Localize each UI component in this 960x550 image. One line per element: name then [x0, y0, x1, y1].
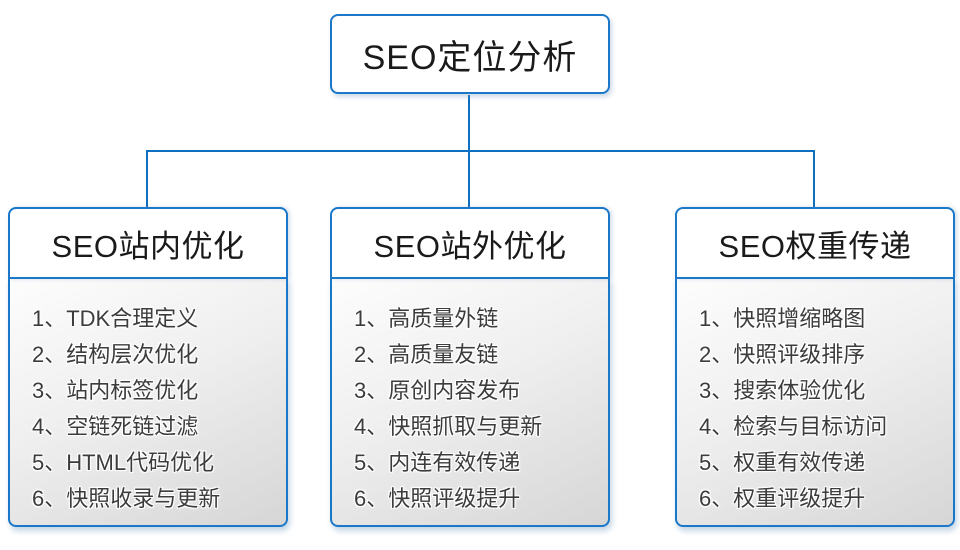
- list-item: 2、快照评级排序: [699, 342, 866, 367]
- branch-onsite-optimization: SEO站内优化 1、TDK合理定义 2、结构层次优化 3、站内标签优化 4、空链…: [8, 207, 288, 527]
- list-item: 2、结构层次优化: [32, 342, 199, 367]
- branch-onsite-item-list: 1、TDK合理定义 2、结构层次优化 3、站内标签优化 4、空链死链过滤 5、H…: [32, 301, 276, 517]
- branch-offsite-item-list: 1、高质量外链 2、高质量友链 3、原创内容发布 4、快照抓取与更新 5、内连有…: [354, 301, 598, 517]
- list-item: 2、高质量友链: [354, 342, 499, 367]
- branch-offsite-title: SEO站外优化: [373, 228, 567, 264]
- list-item: 3、原创内容发布: [354, 378, 521, 403]
- branch-weight-header: SEO权重传递: [675, 207, 955, 279]
- connector-crossbar: [146, 150, 815, 152]
- branch-onsite-title: SEO站内优化: [51, 228, 245, 264]
- branch-onsite-header: SEO站内优化: [8, 207, 288, 279]
- branch-weight-item-list: 1、快照增缩略图 2、快照评级排序 3、搜索体验优化 4、检索与目标访问 5、权…: [699, 301, 943, 517]
- list-item: 1、高质量外链: [354, 306, 499, 331]
- list-item: 6、权重评级提升: [699, 486, 866, 511]
- root-node-title: SEO定位分析: [362, 38, 578, 77]
- list-item: 3、站内标签优化: [32, 378, 199, 403]
- list-item: 4、检索与目标访问: [699, 414, 888, 439]
- list-item: 5、内连有效传递: [354, 450, 521, 475]
- connector-drop-left: [146, 150, 148, 208]
- connector-drop-right: [813, 150, 815, 208]
- list-item: 4、快照抓取与更新: [354, 414, 543, 439]
- list-item: 5、HTML代码优化: [32, 450, 215, 475]
- list-item: 6、快照收录与更新: [32, 486, 221, 511]
- branch-offsite-body: 1、高质量外链 2、高质量友链 3、原创内容发布 4、快照抓取与更新 5、内连有…: [330, 277, 610, 527]
- list-item: 1、TDK合理定义: [32, 306, 199, 331]
- branch-weight-title: SEO权重传递: [718, 228, 912, 264]
- branch-offsite-header: SEO站外优化: [330, 207, 610, 279]
- connector-root-stem: [468, 95, 470, 151]
- branch-offsite-optimization: SEO站外优化 1、高质量外链 2、高质量友链 3、原创内容发布 4、快照抓取与…: [330, 207, 610, 527]
- list-item: 1、快照增缩略图: [699, 306, 866, 331]
- list-item: 4、空链死链过滤: [32, 414, 199, 439]
- list-item: 6、快照评级提升: [354, 486, 521, 511]
- list-item: 3、搜索体验优化: [699, 378, 866, 403]
- branch-onsite-body: 1、TDK合理定义 2、结构层次优化 3、站内标签优化 4、空链死链过滤 5、H…: [8, 277, 288, 527]
- branch-weight-body: 1、快照增缩略图 2、快照评级排序 3、搜索体验优化 4、检索与目标访问 5、权…: [675, 277, 955, 527]
- root-node: SEO定位分析: [330, 14, 610, 94]
- connector-drop-middle: [468, 150, 470, 208]
- branch-weight-transfer: SEO权重传递 1、快照增缩略图 2、快照评级排序 3、搜索体验优化 4、检索与…: [675, 207, 955, 527]
- list-item: 5、权重有效传递: [699, 450, 866, 475]
